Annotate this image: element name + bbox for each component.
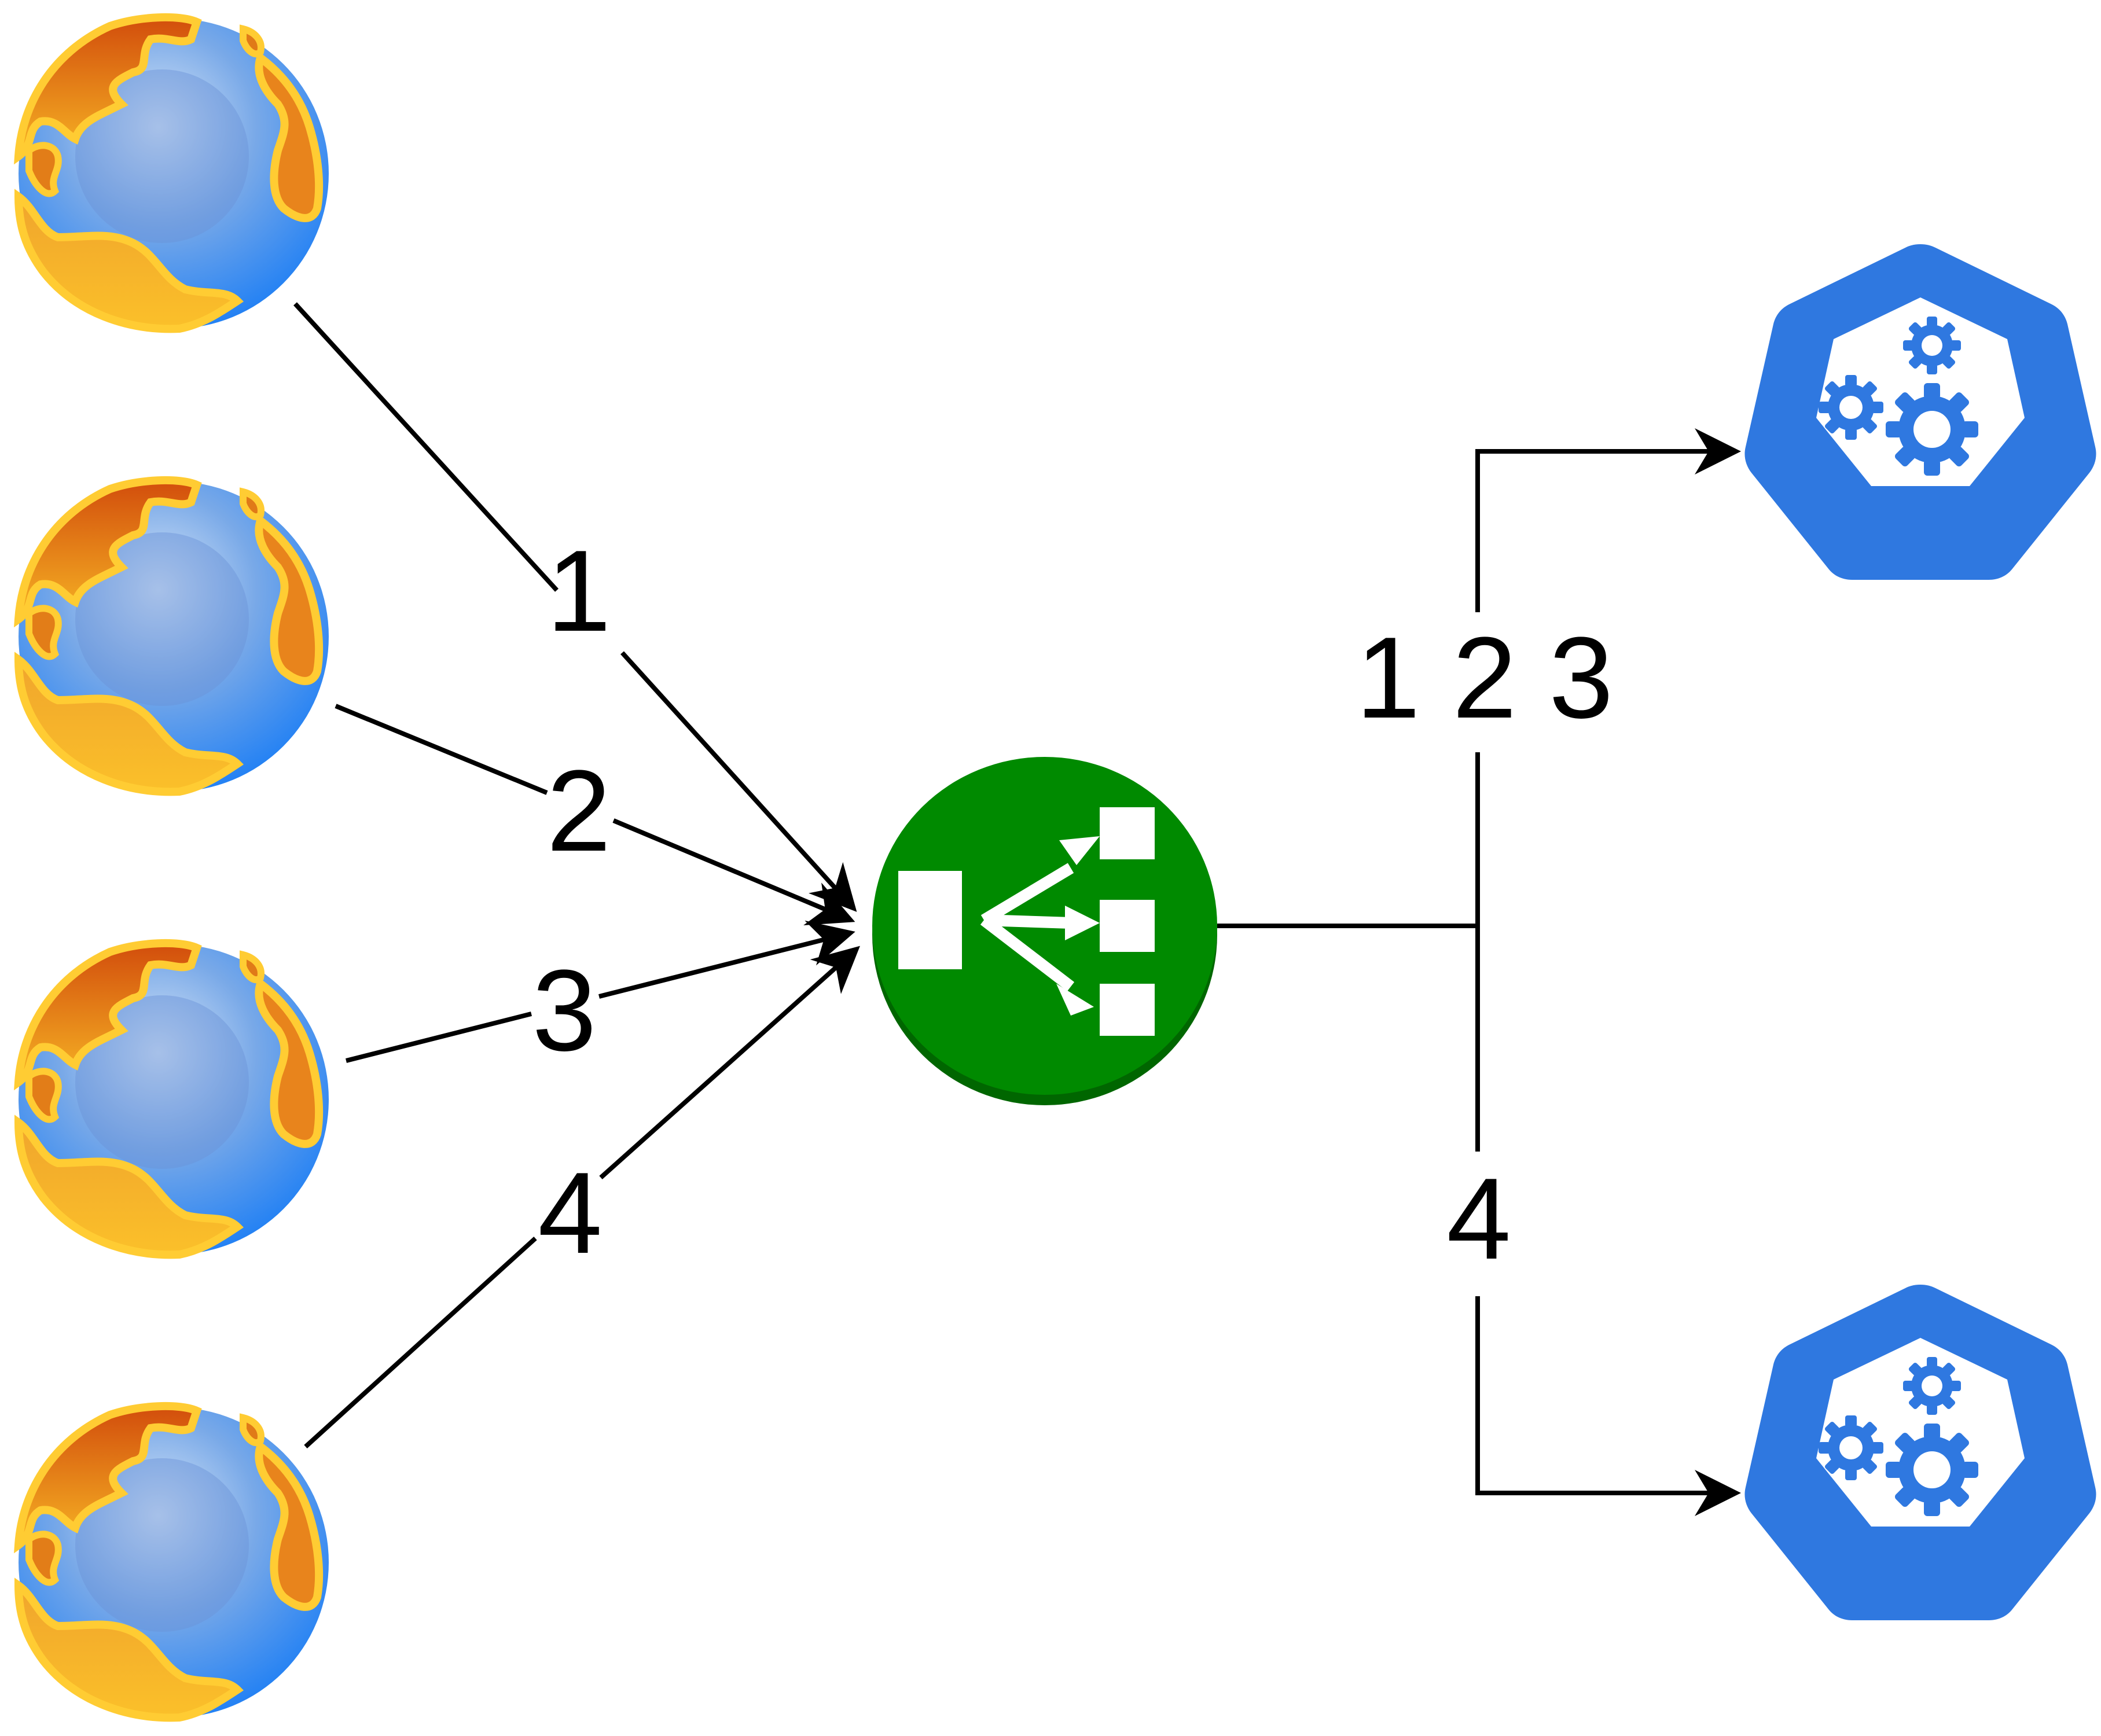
edge-label-client-2: 2 [546,746,611,876]
edge-label-client-3: 3 [532,946,596,1075]
edge-client-3 [346,1012,532,1063]
edge-to-top-node-upper [1475,428,1741,612]
edge-to-bottom-node [1475,1296,1741,1516]
kubernetes-node-top [1744,244,2096,580]
client-globe-2 [19,480,329,792]
edge-client-1 [293,302,559,592]
edge-label-bottom-node: 4 [1446,1154,1511,1283]
edge-client-4-b [599,946,860,1179]
edge-label-client-1: 1 [546,527,611,656]
edge-client-3-b [598,920,855,999]
client-globe-4 [19,1406,329,1717]
edge-client-1-b [620,651,857,912]
edge-client-4 [304,1237,537,1448]
client-globe-1 [19,17,329,329]
load-balancer-icon [898,807,1155,1036]
client-globe-3 [19,943,329,1255]
kubernetes-node-bottom [1744,1285,2096,1620]
load-balancer [872,757,1217,1105]
edge-label-client-4: 4 [538,1149,602,1278]
edge-label-top-node: 1 2 3 [1356,613,1614,742]
edge-client-2 [335,704,548,795]
edge-client-2-b [612,818,855,926]
